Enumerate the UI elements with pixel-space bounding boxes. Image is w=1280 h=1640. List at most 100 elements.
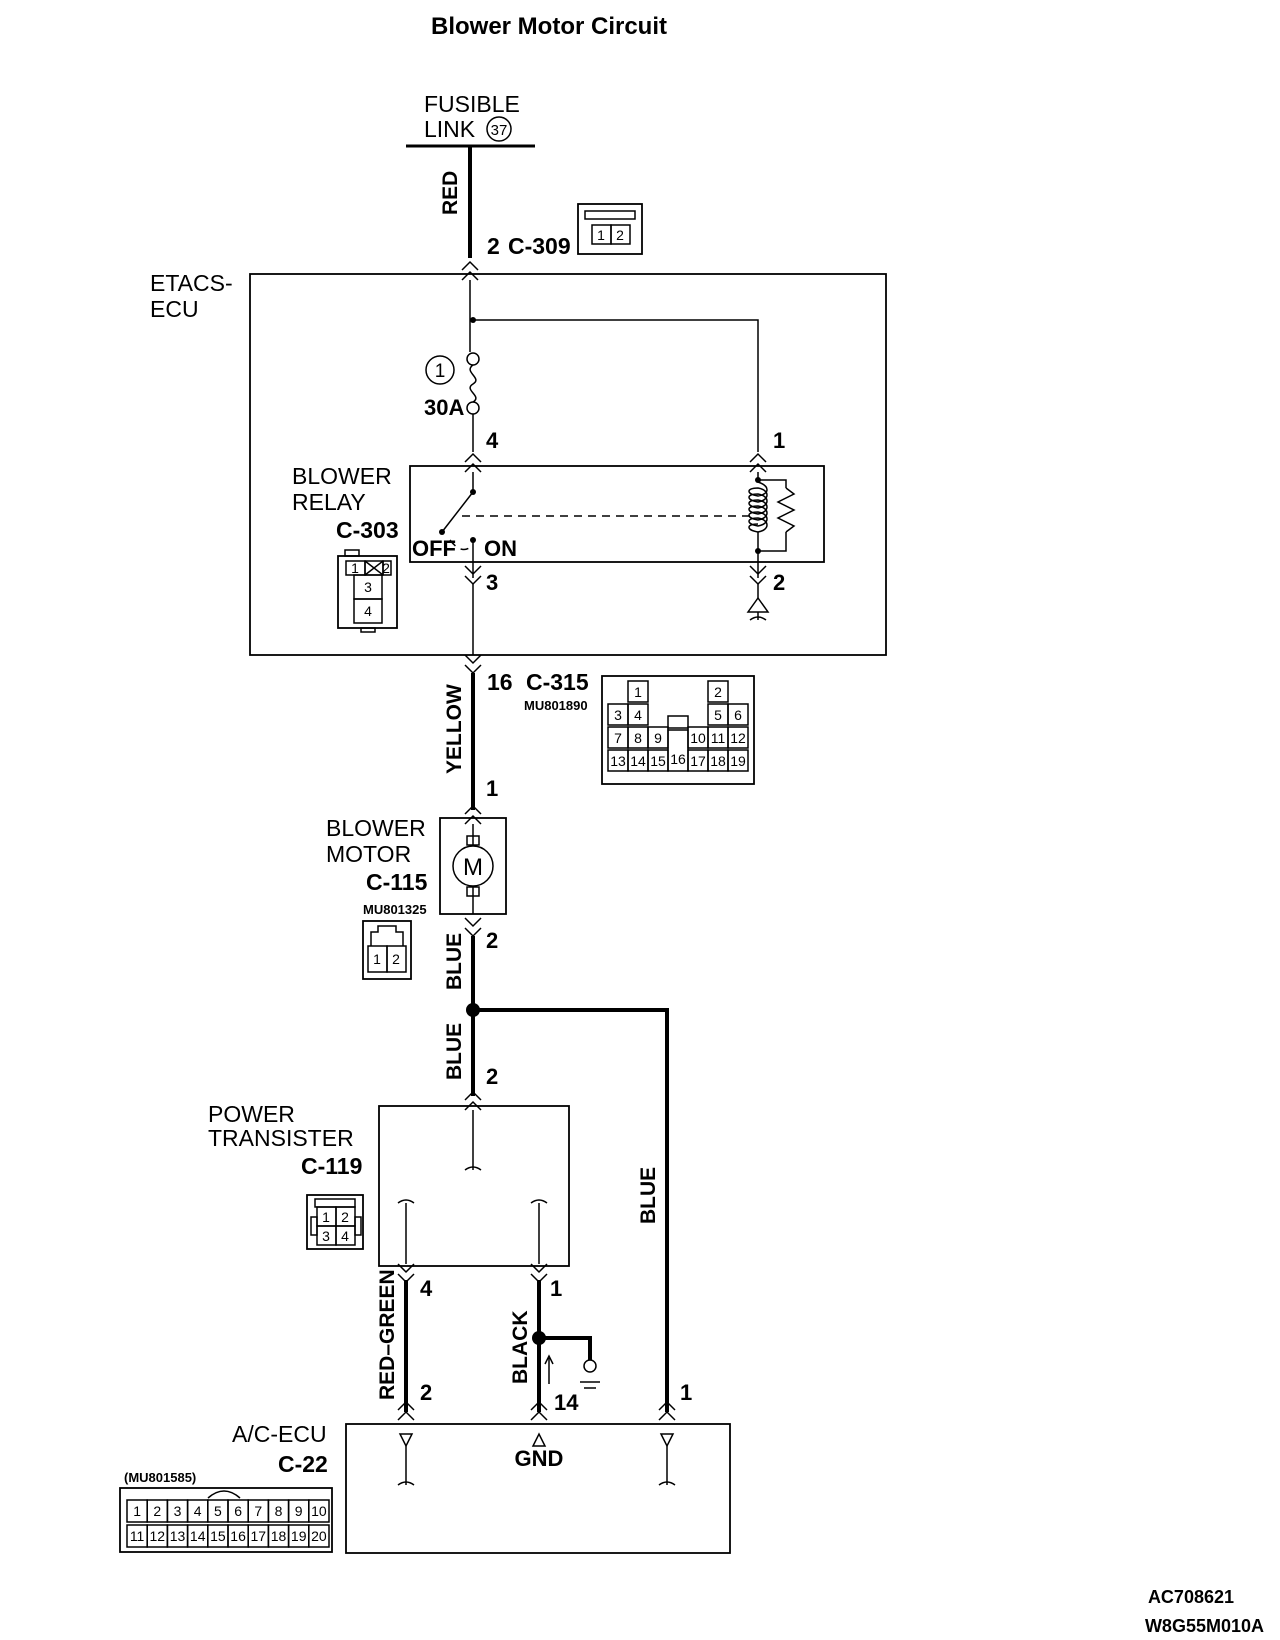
c315-part-number: MU801890 xyxy=(524,698,588,713)
fuse-element xyxy=(469,364,477,403)
c115-housing xyxy=(362,920,412,980)
ac-ecu-label: A/C-ECU xyxy=(232,1421,327,1447)
blower-relay-connector: C-303 xyxy=(336,517,399,543)
wire-label-blue-3: BLUE xyxy=(637,1167,660,1224)
motor-pin-2: 2 xyxy=(486,928,498,953)
c303-cell-3-label: 3 xyxy=(364,579,372,595)
fuse-number-circle xyxy=(425,355,455,385)
motor-pin-1: 1 xyxy=(486,776,498,801)
c315-cell-6-label: 6 xyxy=(734,707,742,723)
ground-number: 14 xyxy=(554,1390,579,1415)
diagram-title: Blower Motor Circuit xyxy=(431,13,667,40)
c315-cell-11-label: 11 xyxy=(711,730,726,746)
etacs-label-1: ETACS- xyxy=(150,270,233,296)
c119-cell-3-label: 3 xyxy=(322,1228,330,1244)
c309-pin-number: 2 xyxy=(487,233,500,259)
ecu-input-symbol-1 xyxy=(659,1433,675,1448)
c315-cell-13-label: 13 xyxy=(610,753,626,769)
connector-c115: 1 2 xyxy=(362,920,412,980)
c315-cell-3-label: 3 xyxy=(614,707,622,723)
c115-cell-2-label: 2 xyxy=(392,951,400,967)
relay-pin4-arrow xyxy=(464,452,482,473)
c22-cell-8-label: 8 xyxy=(275,1503,283,1519)
ecu-input-symbol-2 xyxy=(398,1433,414,1448)
relay-pin-4: 4 xyxy=(486,428,499,453)
wire-label-blue-1: BLUE xyxy=(443,933,466,990)
c309-housing xyxy=(577,203,643,255)
ac-ecu-box xyxy=(345,1423,731,1554)
ecu-pin1-arrow xyxy=(658,1400,676,1421)
c119-side-key-left xyxy=(310,1216,318,1236)
relay-switch-blade xyxy=(441,491,474,533)
c22-cell-9-label: 9 xyxy=(295,1503,303,1519)
c22-cell-15-label: 15 xyxy=(210,1528,226,1544)
figure-code: AC708621 xyxy=(1148,1587,1234,1607)
fusible-link-label-2: LINK xyxy=(424,116,476,142)
c309-label: C-309 xyxy=(508,233,571,259)
c309-latch xyxy=(584,210,636,220)
c22-cell-11-label: 11 xyxy=(130,1528,145,1544)
blower-motor-part: MU801325 xyxy=(363,902,427,917)
relay-resistor-wire-bottom xyxy=(758,532,787,552)
pt-pin-4: 4 xyxy=(420,1276,433,1301)
relay-pin1-arrow xyxy=(749,452,767,473)
fuse-terminal-bottom xyxy=(466,401,480,415)
c315-cell-4-label: 4 xyxy=(634,707,642,723)
c315-pin-number: 16 xyxy=(487,669,513,695)
c315-arrow-symbol xyxy=(464,654,482,675)
c22-cell-6-label: 6 xyxy=(234,1503,242,1519)
wire-blue-branch xyxy=(473,1008,669,1412)
c22-cell-12-label: 12 xyxy=(150,1528,166,1544)
c315-cell-7-label: 7 xyxy=(614,730,622,746)
c22-cell-5-label: 5 xyxy=(214,1503,222,1519)
c303-cell-2 xyxy=(382,560,392,576)
motor-pin2-arrow xyxy=(464,917,482,938)
c119-cell-2-label: 2 xyxy=(341,1209,349,1225)
relay-off-label: OFF xyxy=(412,536,456,561)
c22-cell-20-label: 20 xyxy=(311,1528,327,1544)
c119-side-key-right xyxy=(354,1216,362,1236)
wire-label-red: RED xyxy=(439,171,462,215)
c315-cell-12 xyxy=(727,726,749,749)
pt-internal-break-4 xyxy=(397,1199,415,1204)
c22-cell-17-label: 17 xyxy=(251,1528,267,1544)
ac-ecu: A/C-ECU C-22 GND xyxy=(232,1421,731,1554)
fuse-rating: 30A xyxy=(424,395,464,420)
c22-cell-20 xyxy=(308,1524,330,1548)
blower-motor: M BLOWER MOTOR C-115 MU801325 xyxy=(326,815,507,917)
c22-cell-16-label: 16 xyxy=(230,1528,246,1544)
fuse-30a: 1 30A xyxy=(424,352,480,420)
c303-blank-cell xyxy=(364,560,384,576)
pt-internal-break-2 xyxy=(464,1166,482,1171)
blower-relay: BLOWER RELAY C-303 OFF ON xyxy=(292,463,825,578)
c315-cell-2 xyxy=(707,680,729,703)
c115-latch xyxy=(370,925,404,946)
c315-cell-6 xyxy=(727,703,749,726)
c303-cell-4-label: 4 xyxy=(364,603,372,619)
ecu-internal-break-2 xyxy=(397,1481,415,1486)
fusible-link-number-circle xyxy=(486,116,512,142)
c22-cell-18-label: 18 xyxy=(271,1528,287,1544)
c303-key xyxy=(360,627,376,633)
c115-cell-1-label: 1 xyxy=(373,951,381,967)
ecu-pin-2: 2 xyxy=(420,1380,432,1405)
c22-latch xyxy=(207,1490,241,1499)
relay-pin-1: 1 xyxy=(773,428,785,453)
ground-wire xyxy=(539,1336,592,1360)
c309-cell-2 xyxy=(610,224,631,245)
internal-ground-break xyxy=(749,616,767,621)
ecu-gnd-symbol xyxy=(531,1432,547,1447)
ground-point-14: 14 xyxy=(532,1331,600,1415)
etacs-ecu-box xyxy=(249,273,887,656)
etacs-label-2: ECU xyxy=(150,296,199,322)
pt-pin-2: 2 xyxy=(486,1064,498,1089)
c309-arrow-symbol xyxy=(461,260,479,281)
fusible-link-label-1: FUSIBLE xyxy=(424,91,520,117)
ac-ecu-connector: C-22 xyxy=(278,1451,328,1477)
c303-cell-2-label: 2 xyxy=(382,560,390,576)
power-transistor-connector: C-119 xyxy=(301,1153,362,1179)
connector-c119: 1 2 3 4 xyxy=(306,1194,364,1250)
blower-relay-label-2: RELAY xyxy=(292,489,366,515)
ground-terminal xyxy=(583,1359,597,1373)
c22-cell-1-label: 1 xyxy=(133,1503,141,1519)
